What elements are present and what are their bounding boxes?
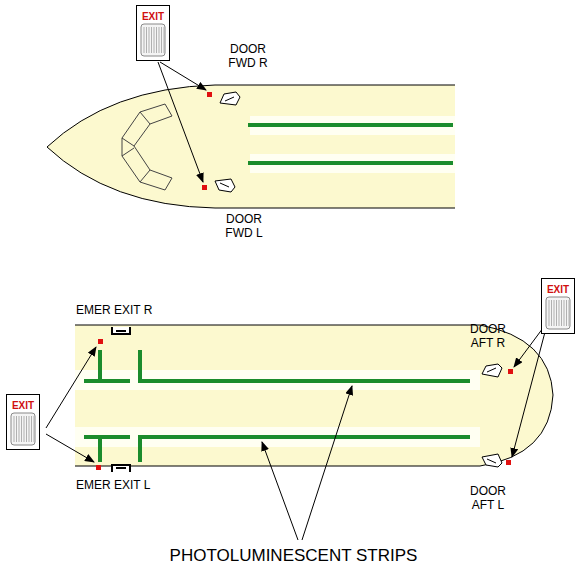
- exit-sign-location: [202, 185, 207, 190]
- exit-text: EXIT: [7, 400, 39, 411]
- leader-arrow: [302, 386, 352, 540]
- fuselage-fill: [47, 85, 455, 208]
- door-symbol: [482, 454, 502, 467]
- exit-label: EMER EXIT L: [76, 478, 186, 492]
- exit-sign: EXIT: [6, 394, 40, 450]
- exit-sign: EXIT: [541, 278, 575, 334]
- door-symbol: [220, 92, 240, 105]
- leader-arrow: [46, 347, 96, 428]
- leader-arrow: [46, 434, 94, 462]
- callout-label: PHOTOLUMINESCENT STRIPS: [100, 545, 487, 566]
- exit-sign-location: [96, 465, 101, 470]
- exit-sign: EXIT: [136, 5, 170, 61]
- door-symbol: [215, 179, 235, 192]
- exit-label: EMER EXIT R: [76, 303, 186, 317]
- exit-sign-location: [506, 460, 511, 465]
- exit-sign-location: [508, 369, 513, 374]
- photoluminescent-strip: [84, 350, 470, 381]
- leader-arrow: [512, 332, 545, 457]
- emergency-exit-symbol: [112, 465, 130, 472]
- door-symbol: [482, 364, 502, 377]
- photoluminescent-strip: [248, 161, 453, 165]
- photoluminescent-strip: [84, 437, 470, 462]
- leader-arrow: [262, 442, 298, 540]
- exit-label: DOOR FWD L: [218, 212, 270, 240]
- exit-text: EXIT: [137, 11, 169, 22]
- leader-arrow: [158, 62, 203, 182]
- exit-label: DOOR FWD R: [222, 42, 274, 70]
- cockpit-windows: [122, 104, 172, 190]
- exit-label: DOOR AFT L: [462, 484, 514, 512]
- exit-label: DOOR AFT R: [462, 322, 514, 350]
- exit-text: EXIT: [542, 284, 574, 295]
- emergency-exit-symbol: [112, 327, 130, 334]
- fuselage-outline: [47, 85, 455, 208]
- exit-sign-location: [98, 339, 103, 344]
- photoluminescent-strip: [248, 123, 453, 127]
- leader-arrow: [514, 328, 543, 367]
- exit-sign-location: [207, 92, 212, 97]
